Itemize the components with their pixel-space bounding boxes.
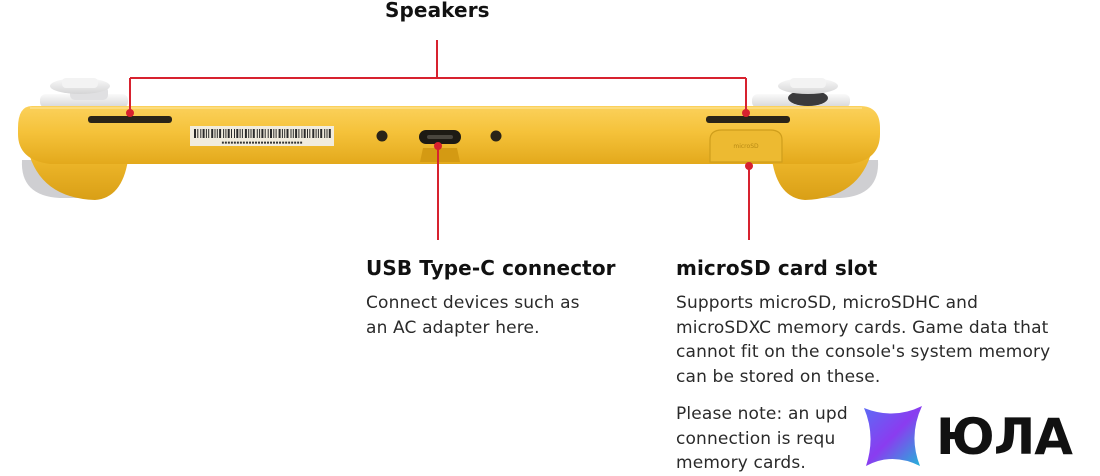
usb-callout-line: [434, 142, 442, 240]
microsd-description-line: microSDXC memory cards. Game data that: [676, 317, 1049, 338]
barcode-label: ▪▪▪▪▪▪▪▪▪▪▪▪▪▪▪▪▪▪▪▪▪▪▪▪▪▪▪: [190, 126, 334, 146]
usb-heading: USB Type-C connector: [366, 256, 616, 280]
microsd-callout-line: [745, 162, 753, 240]
usb-c-port: [419, 130, 461, 162]
right-speaker-dot: [742, 109, 750, 117]
microsd-note-line: Please note: an upd: [676, 404, 848, 424]
left-hole: [376, 130, 388, 142]
microsd-description-line: cannot fit on the console's system memor…: [676, 342, 1051, 362]
left-buttons: [40, 78, 128, 108]
yula-star-icon: [864, 406, 922, 466]
right-buttons: [752, 78, 850, 108]
left-speaker-dot: [126, 109, 134, 117]
usb-description: Connect devices such as an AC adapter he…: [366, 291, 666, 340]
speakers-callout-line: [129, 40, 747, 112]
microsd-note: Please note: an upd connection is requ m…: [676, 402, 1100, 476]
microsd-note-line: connection is requ: [676, 428, 836, 449]
left-speaker-grille: [88, 116, 172, 123]
speakers-heading: Speakers: [385, 0, 490, 22]
usb-description-line: Connect devices such as: [366, 293, 580, 313]
right-speaker-grille: [706, 116, 790, 123]
microsd-slot-cover: microSD: [709, 129, 783, 163]
microsd-description: Supports microSD, microSDHC and microSDX…: [676, 291, 1100, 389]
microsd-cover-label: microSD: [733, 143, 759, 150]
microsd-note-line: memory cards.: [676, 453, 806, 473]
watermark-text: ЮЛА: [936, 408, 1073, 466]
barcode-caption: ▪▪▪▪▪▪▪▪▪▪▪▪▪▪▪▪▪▪▪▪▪▪▪▪▪▪▪: [221, 140, 302, 146]
microsd-description-line: can be stored on these.: [676, 366, 881, 387]
right-hole: [490, 130, 502, 142]
microsd-heading: microSD card slot: [676, 256, 878, 280]
microsd-description-line: Supports microSD, microSDHC and: [676, 293, 979, 313]
watermark: ЮЛА: [852, 398, 1100, 473]
usb-description-line: an AC adapter here.: [366, 317, 540, 338]
